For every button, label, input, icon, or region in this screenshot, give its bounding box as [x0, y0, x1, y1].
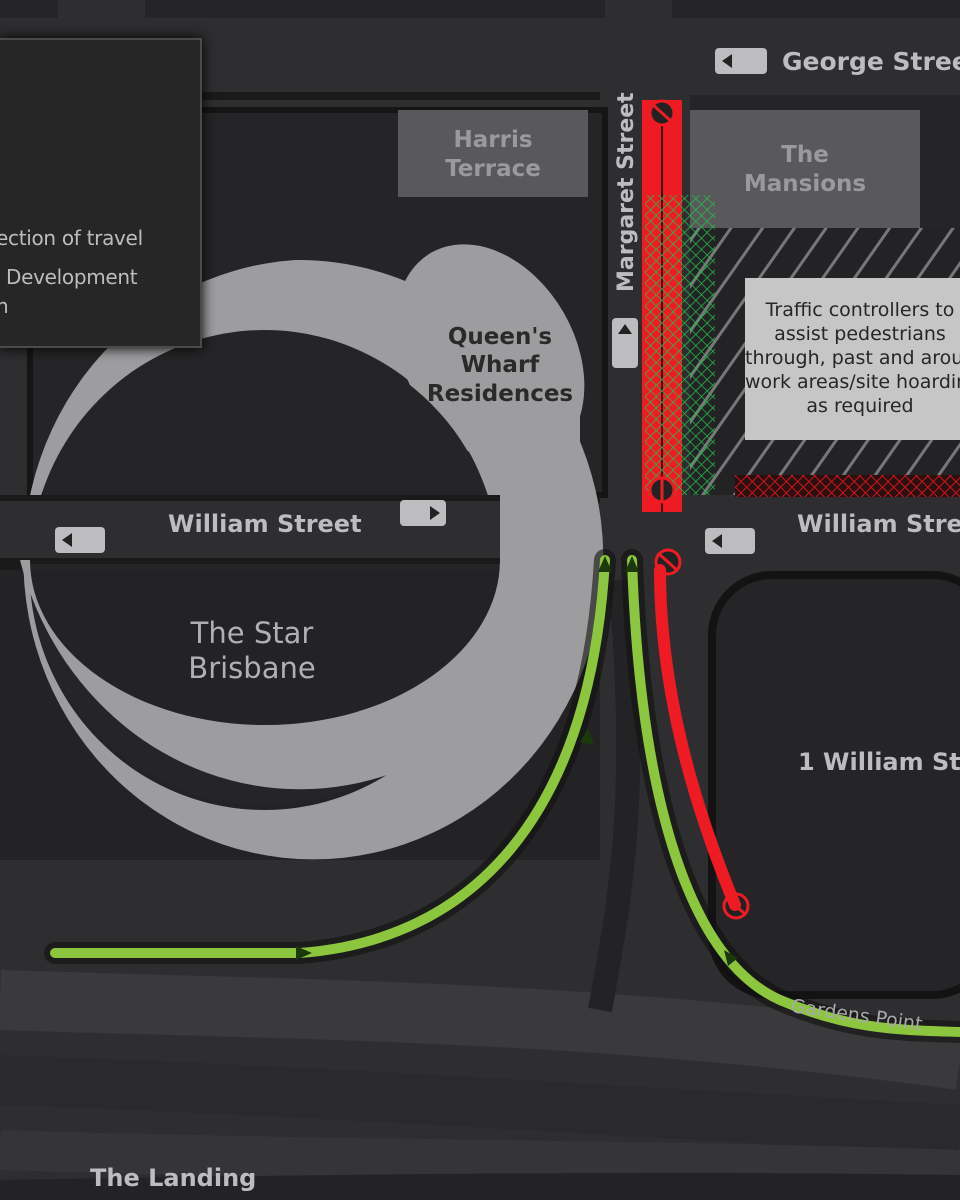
margaret-street-label: Margaret Street [614, 92, 639, 292]
callout-line: Traffic controllers to [765, 299, 955, 321]
harris-terrace [398, 110, 588, 197]
star-brisbane-ring-lower [20, 560, 580, 790]
lower-roads [0, 578, 960, 1200]
arrow-icon [625, 556, 639, 572]
left-arrow-icon [55, 527, 105, 553]
mansions-label-2: Mansions [744, 171, 866, 197]
legend-item-boundary: n [0, 294, 9, 318]
arrow-icon [598, 556, 612, 572]
map-labels: George Street Margaret Street William St… [90, 47, 960, 1192]
legend-item-direction: ection of travel [0, 226, 143, 250]
star-label-2: Brisbane [188, 651, 315, 685]
left-arrow-icon [705, 528, 755, 554]
queens-wharf-label-2: Wharf [461, 352, 541, 378]
callout-line: as required [806, 395, 914, 417]
callout-line: assist pedestrians [774, 323, 946, 345]
callout-line: work areas/site hoardings [745, 371, 960, 393]
map-legend: ection of travel Development n [0, 38, 202, 348]
margaret-street-closure [642, 100, 960, 512]
up-arrow-icon [612, 318, 638, 368]
arrow-icon [580, 728, 594, 745]
william-street-footpath-closure [735, 475, 960, 497]
traffic-control-callout: Traffic controllers to assist pedestrian… [745, 278, 960, 440]
detour-route-west [50, 555, 610, 958]
mansions-label: The [781, 142, 829, 168]
star-label: The Star [190, 616, 314, 650]
arrow-icon [724, 950, 738, 966]
one-william-label: 1 William Street [798, 748, 960, 776]
detour-route-east [627, 555, 960, 1037]
no-entry-icon [648, 99, 676, 127]
callout-line: through, past and around [745, 347, 960, 369]
william-street-label: William Street [168, 510, 362, 538]
william-street-label-east: William Street [797, 510, 960, 538]
left-arrow-icon [715, 48, 767, 74]
right-arrow-icon [400, 500, 446, 526]
queens-wharf-label: Queen's [448, 324, 552, 350]
harris-terrace-label-2: Terrace [445, 156, 541, 182]
street-direction-arrows [55, 48, 767, 554]
queens-wharf-label-3: Residences [427, 381, 573, 407]
harris-terrace-label: Harris [453, 127, 532, 153]
closed-route [654, 564, 741, 911]
routes [44, 549, 960, 1043]
no-entry-icon [654, 548, 682, 576]
george-street-label: George Street [782, 47, 960, 76]
no-entry-icon [648, 476, 676, 504]
arrow-icon [296, 946, 312, 960]
the-mansions [690, 110, 920, 228]
legend-item-development: Development [6, 265, 138, 289]
the-landing-label: The Landing [90, 1164, 256, 1192]
road-closed-icons [648, 99, 750, 920]
